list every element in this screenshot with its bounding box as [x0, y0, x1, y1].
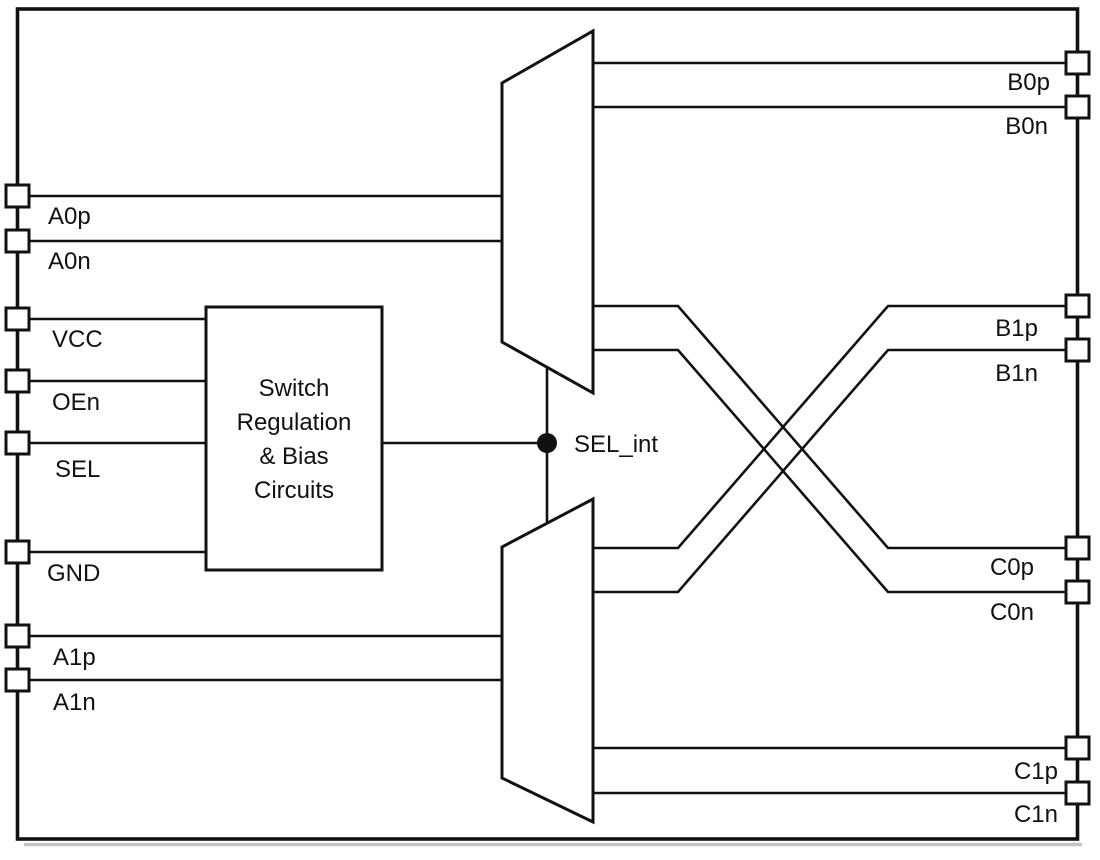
pin-label-gnd: GND	[47, 560, 100, 587]
pin-label-sel: SEL	[55, 456, 100, 483]
pin-label-oen: OEn	[52, 389, 100, 416]
pin-label-a0p: A0p	[48, 203, 91, 230]
regulation-block	[204, 305, 384, 572]
pin-label-a1p: A1p	[53, 644, 96, 671]
pin-label-b1n: B1n	[995, 360, 1038, 387]
pin-a1p	[4, 623, 31, 649]
top-mux-shape	[500, 28, 595, 396]
pin-label-c1n: C1n	[1014, 801, 1058, 828]
pin-label-b1p: B1p	[995, 315, 1038, 342]
pin-label-c0p: C0p	[990, 554, 1034, 581]
bottom-mux-shape	[500, 496, 595, 825]
pin-b0n	[1064, 94, 1091, 120]
pin-b1p	[1064, 293, 1091, 319]
pin-a0n	[4, 228, 31, 254]
pin-c1n	[1064, 780, 1091, 806]
pin-label-a0n: A0n	[48, 248, 91, 275]
regulation-block-label-line4: Circuits	[254, 477, 334, 504]
pin-label-b0p: B0p	[1007, 69, 1050, 96]
regulation-block-label-line2: Regulation	[237, 409, 352, 436]
sel-int-junction-dot	[537, 433, 557, 453]
wire-b1n-crossover	[593, 348, 1066, 594]
pin-sel	[4, 430, 31, 456]
pin-c0n	[1064, 579, 1091, 605]
pin-c0p	[1064, 535, 1091, 561]
pin-c1p	[1064, 735, 1091, 761]
pin-b0p	[1064, 50, 1091, 76]
pin-label-vcc: VCC	[52, 326, 103, 353]
pin-label-b0n: B0n	[1005, 113, 1048, 140]
pin-a1n	[4, 667, 31, 693]
regulation-block-label-line1: Switch	[259, 375, 330, 402]
sel-int-label: SEL_int	[574, 431, 658, 458]
pin-b1n	[1064, 337, 1091, 363]
pin-oen	[4, 368, 31, 394]
pin-a0p	[4, 183, 31, 209]
pin-label-a1n: A1n	[53, 689, 96, 716]
pin-label-c1p: C1p	[1014, 758, 1058, 785]
regulation-block-label-line3: & Bias	[259, 443, 328, 470]
pin-gnd	[4, 539, 31, 565]
pin-vcc	[4, 306, 31, 332]
wire-b1p-crossover	[593, 304, 1066, 550]
pin-label-c0n: C0n	[990, 599, 1034, 626]
